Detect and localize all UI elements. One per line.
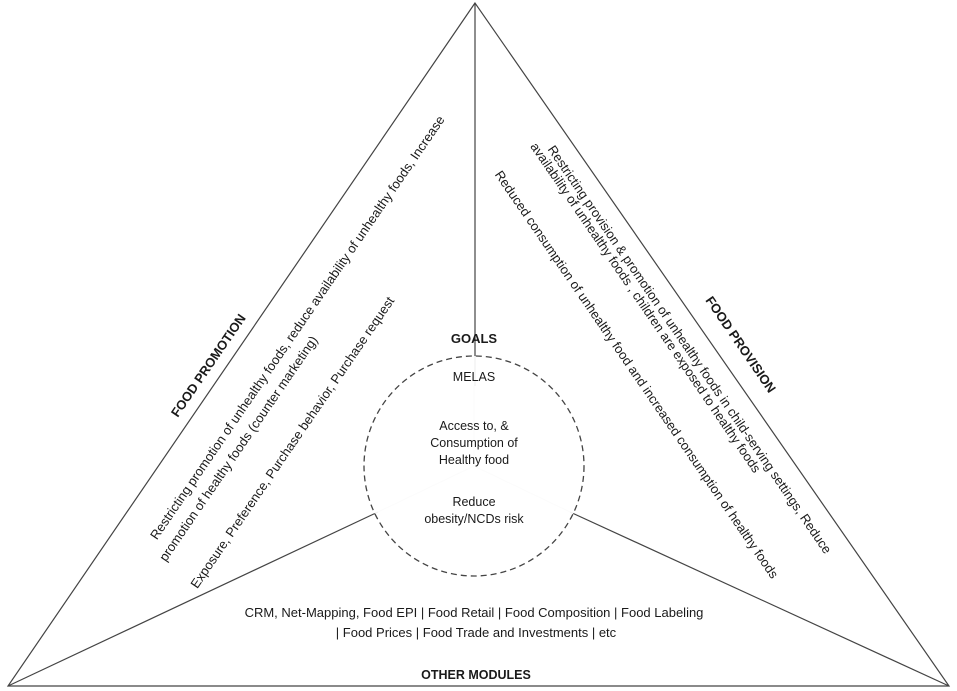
goals-circle: [363, 355, 585, 577]
goals-reduce-line1: Reduce: [452, 495, 495, 509]
goals-access-line1: Access to, &: [439, 419, 509, 433]
outer-triangle: [6, 1, 951, 687]
goals-access-line2: Consumption of: [430, 436, 518, 450]
goals-heading: GOALS: [451, 331, 498, 346]
other-modules-line1: CRM, Net-Mapping, Food EPI | Food Retail…: [245, 605, 704, 620]
divider-right: [569, 511, 950, 687]
goals-melas: MELAS: [453, 370, 495, 384]
food-provision-line1: Restricting provision & promotion of unh…: [545, 143, 835, 557]
other-modules-title: OTHER MODULES: [421, 668, 531, 682]
goals-access-line3: Healthy food: [439, 453, 509, 467]
other-modules-line2: | Food Prices | Food Trade and Investmen…: [336, 625, 617, 640]
divider-left: [7, 511, 379, 687]
goals-reduce-line2: obesity/NCDs risk: [424, 512, 524, 526]
